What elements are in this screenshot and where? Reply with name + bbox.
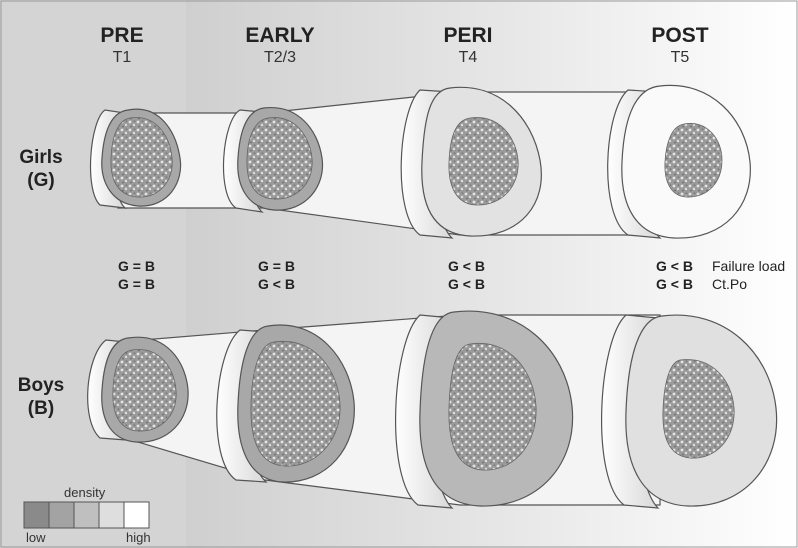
density-swatch	[99, 502, 124, 528]
failure-load-label: Failure load	[712, 258, 785, 274]
stage-post-label: POST	[620, 24, 740, 48]
legend-high-label: high	[126, 530, 151, 545]
failure-load-post: G < B	[656, 258, 693, 274]
pre-stage-band	[0, 0, 186, 548]
failure-load-early: G = B	[258, 258, 295, 274]
ct-po-pre: G = B	[118, 276, 155, 292]
ct-po-label: Ct.Po	[712, 276, 747, 292]
stage-pre-time: T1	[62, 49, 182, 67]
ct-po-peri: G < B	[448, 276, 485, 292]
density-swatch	[49, 502, 74, 528]
group-boys-label: Boys (B)	[6, 374, 76, 420]
bone-boys-pre	[88, 337, 188, 442]
failure-load-peri: G < B	[448, 258, 485, 274]
density-swatch	[124, 502, 149, 528]
failure-load-pre: G = B	[118, 258, 155, 274]
group-girls-label: Girls (G)	[6, 146, 76, 192]
density-swatch	[74, 502, 99, 528]
stage-peri-time: T4	[408, 49, 528, 67]
legend-low-label: low	[26, 530, 46, 545]
stage-post-time: T5	[620, 49, 740, 67]
density-swatch	[24, 502, 49, 528]
density-legend-swatches	[24, 502, 149, 528]
ct-po-early: G < B	[258, 276, 295, 292]
stage-early-label: EARLY	[220, 24, 340, 48]
stage-peri-label: PERI	[408, 24, 528, 48]
stage-pre-label: PRE	[62, 24, 182, 48]
ct-po-post: G < B	[656, 276, 693, 292]
legend-title: density	[64, 485, 105, 500]
stage-early-time: T2/3	[220, 49, 340, 67]
